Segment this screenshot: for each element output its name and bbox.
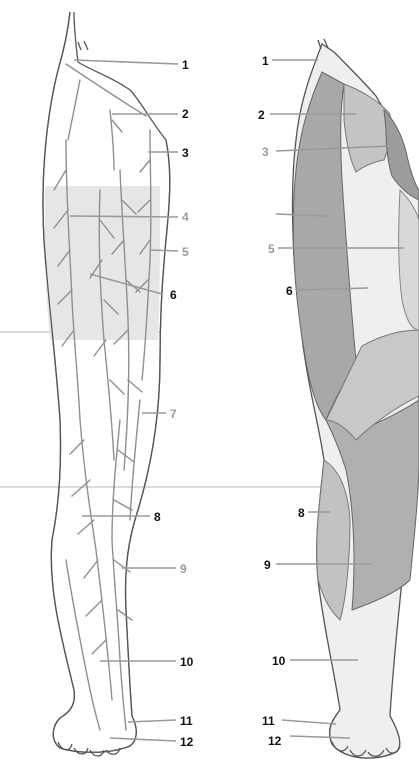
left-label-7: 7 [170, 407, 177, 421]
right-label-11: 11 [262, 714, 275, 728]
left-label-11: 11 [180, 714, 193, 728]
right-label-10: 10 [272, 654, 286, 668]
right-label-3: 3 [262, 145, 269, 159]
left-label-8: 8 [154, 510, 161, 524]
right-leg-figure [270, 39, 419, 758]
left-label-group: 1 2 3 4 5 6 7 8 9 10 11 12 [154, 58, 194, 749]
left-leg-outline-redraw [43, 12, 74, 718]
right-zone-upper-medial [344, 84, 391, 172]
right-label-12: 12 [268, 734, 282, 748]
left-label-1: 1 [182, 58, 189, 72]
left-hip-mark [78, 41, 88, 50]
right-label-6: 6 [286, 284, 293, 298]
right-label-1: 1 [262, 54, 269, 68]
left-label-10: 10 [180, 655, 194, 669]
left-label-6: 6 [170, 288, 177, 302]
left-label-2: 2 [182, 107, 189, 121]
left-label-5: 5 [182, 245, 189, 259]
left-toes [58, 742, 120, 756]
right-label-8: 8 [298, 506, 305, 520]
right-label-2: 2 [258, 108, 265, 122]
left-leg-figure [43, 12, 178, 756]
right-label-5: 5 [268, 242, 275, 256]
left-label-3: 3 [182, 146, 189, 160]
left-nerve-branches [54, 80, 151, 730]
left-leaders [70, 60, 178, 741]
left-label-9: 9 [180, 562, 187, 576]
left-label-4: 4 [182, 210, 189, 224]
right-label-9: 9 [264, 558, 271, 572]
left-label-12: 12 [180, 735, 194, 749]
left-foot-outline [53, 716, 136, 752]
